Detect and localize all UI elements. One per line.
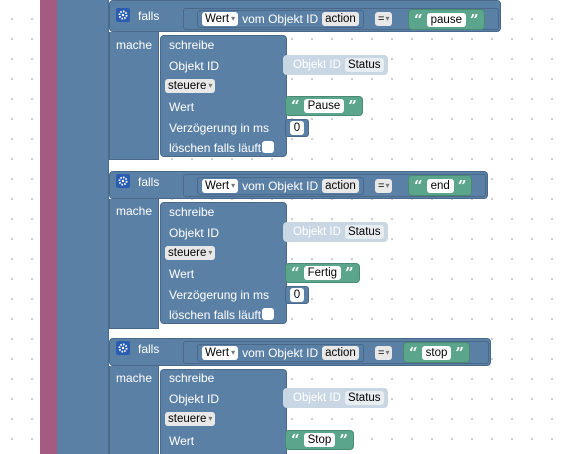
vom-objekt-label: vom Objekt ID	[242, 346, 319, 360]
steuere-dropdown[interactable]: steuere▾	[165, 79, 216, 93]
delay-label: Verzögerung in ms	[169, 288, 270, 302]
delay-number-block[interactable]: 0	[285, 286, 309, 304]
get-value-block[interactable]: Wert▾ vom Objekt ID action	[197, 344, 364, 362]
value-text[interactable]: Pause	[303, 99, 345, 113]
falls-label: falls	[138, 342, 160, 356]
value-text[interactable]: Stop	[303, 433, 336, 447]
get-value-block[interactable]: Wert▾ vom Objekt ID action	[197, 177, 364, 195]
if-block-body	[109, 199, 159, 329]
text-block[interactable]: “end”	[408, 175, 473, 196]
clear-running-checkbox[interactable]	[262, 308, 274, 320]
operator-dropdown[interactable]: =▾	[375, 346, 393, 360]
outer-statement-block	[57, 0, 109, 454]
variable-pill[interactable]: action	[322, 12, 359, 26]
delay-number-block[interactable]: 0	[285, 119, 309, 137]
falls-label: falls	[138, 9, 160, 23]
function-block-strip	[40, 0, 57, 454]
schreibe-label: schreibe	[169, 38, 215, 52]
wert-label: Wert	[169, 267, 195, 281]
objekt-id-label: Objekt ID	[169, 226, 220, 240]
text-block[interactable]: “stop”	[403, 342, 471, 363]
value-text-block[interactable]: “Stop”	[285, 430, 354, 450]
wert-label: Wert	[169, 434, 195, 448]
wert-label: Wert	[169, 100, 195, 114]
delay-label: Verzögerung in ms	[169, 121, 270, 135]
wert-dropdown[interactable]: Wert▾	[202, 346, 239, 360]
wert-dropdown[interactable]: Wert▾	[202, 12, 239, 26]
write-block[interactable]	[160, 369, 287, 454]
clear-running-label: löschen falls läuft	[169, 308, 262, 322]
text-value[interactable]: stop	[421, 345, 452, 360]
object-id-value[interactable]: Status	[344, 58, 384, 72]
if-block-body	[109, 366, 159, 454]
schreibe-label: schreibe	[169, 205, 215, 219]
variable-pill[interactable]: action	[322, 179, 359, 193]
operator-dropdown[interactable]: =▾	[375, 12, 393, 26]
object-id-value[interactable]: Status	[344, 225, 384, 239]
vom-objekt-label: vom Objekt ID	[242, 179, 319, 193]
schreibe-label: schreibe	[169, 371, 215, 385]
wert-dropdown[interactable]: Wert▾	[202, 179, 239, 193]
objekt-id-label: Objekt ID	[169, 59, 220, 73]
if-block-body	[109, 32, 159, 160]
operator-dropdown[interactable]: =▾	[375, 179, 393, 193]
text-value[interactable]: end	[426, 178, 454, 193]
value-text-block[interactable]: “Fertig”	[285, 263, 360, 283]
clear-running-label: löschen falls läuft	[169, 141, 262, 155]
write-block[interactable]	[160, 35, 287, 157]
value-text[interactable]: Fertig	[303, 266, 342, 280]
object-id-value[interactable]: Status	[344, 391, 384, 405]
falls-label: falls	[138, 175, 160, 189]
steuere-dropdown[interactable]: steuere▾	[165, 412, 216, 426]
value-text-block[interactable]: “Pause”	[285, 96, 363, 116]
objekt-id-label: Objekt ID	[169, 392, 220, 406]
text-value[interactable]: pause	[426, 12, 466, 27]
steuere-dropdown[interactable]: steuere▾	[165, 246, 216, 260]
text-block[interactable]: “pause”	[408, 9, 485, 30]
gear-icon[interactable]	[116, 8, 130, 22]
vom-objekt-label: vom Objekt ID	[242, 12, 319, 26]
write-block[interactable]	[160, 202, 287, 324]
delay-value[interactable]: 0	[290, 121, 304, 135]
gear-icon[interactable]	[116, 174, 130, 188]
clear-running-checkbox[interactable]	[262, 141, 274, 153]
mache-label: mache	[116, 38, 153, 52]
variable-pill[interactable]: action	[322, 346, 359, 360]
delay-value[interactable]: 0	[290, 288, 304, 302]
gear-icon[interactable]	[116, 341, 130, 355]
get-value-block[interactable]: Wert▾ vom Objekt ID action	[197, 10, 364, 28]
mache-label: mache	[116, 371, 153, 385]
mache-label: mache	[116, 204, 153, 218]
